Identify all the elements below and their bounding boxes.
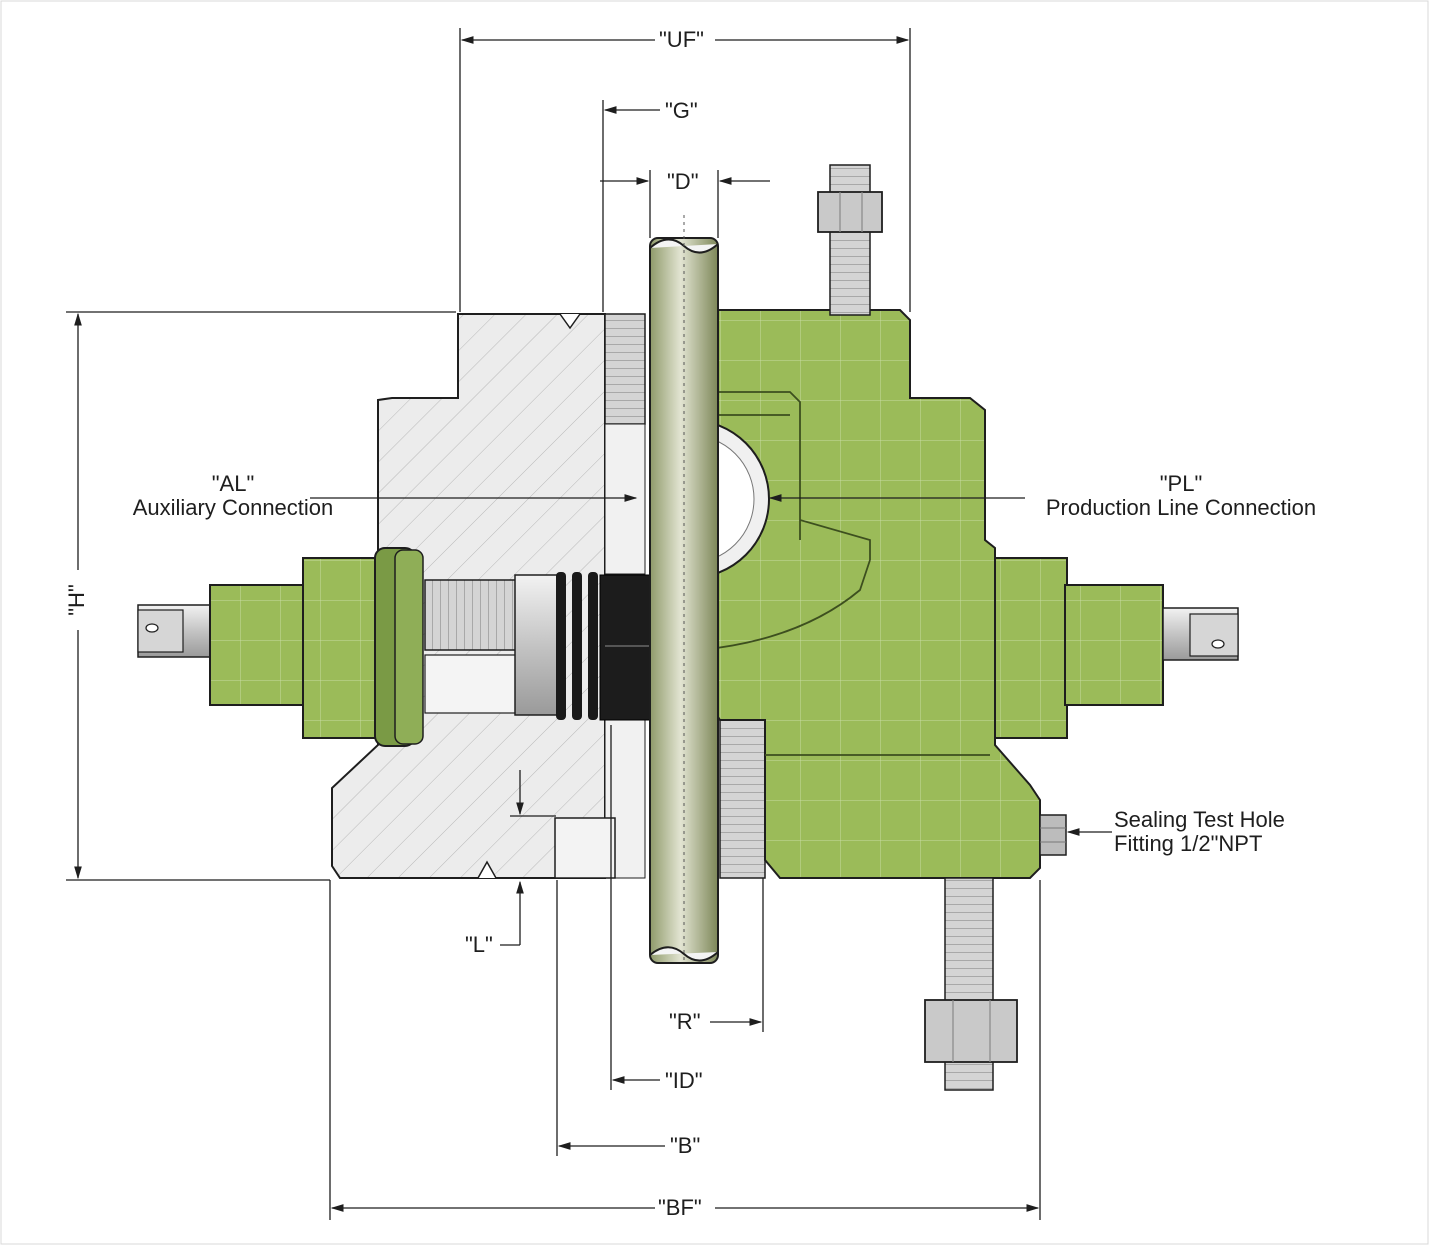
right-bonnet-large [994, 557, 1068, 739]
pl-callout: "PL" Production Line Connection [1026, 472, 1336, 520]
bottom-notch [477, 860, 497, 879]
lower-thread [719, 719, 766, 879]
packing-ring-3 [588, 572, 598, 720]
al-text: Auxiliary Connection [132, 495, 334, 520]
top-notch [559, 313, 581, 330]
top-stud [829, 164, 871, 316]
dim-d-label: "D" [664, 170, 702, 194]
dim-bf-label: "BF" [655, 1196, 705, 1220]
dim-r-label: "R" [666, 1010, 704, 1034]
dim-b-label: "B" [667, 1134, 704, 1158]
pl-code: "PL" [1159, 471, 1203, 496]
upper-thread [604, 313, 646, 425]
top-nut [817, 191, 883, 233]
sealing-line1: Sealing Test Hole [1114, 807, 1285, 832]
pl-text: Production Line Connection [1045, 495, 1317, 520]
sealing-test-fitting [1039, 814, 1067, 856]
dim-l-label: "L" [462, 933, 496, 957]
right-body [684, 309, 1041, 879]
dim-h-label: "H" [64, 581, 89, 619]
bottom-nut [924, 999, 1018, 1063]
packing-ring-2 [572, 572, 582, 720]
sealing-line2: Fitting 1/2"NPT [1114, 831, 1263, 856]
body-contour [690, 391, 990, 756]
packing-ring-1 [556, 572, 566, 720]
plunger-sleeve [514, 574, 561, 716]
right-bonnet-small [1064, 584, 1164, 706]
threaded-stem [424, 579, 521, 651]
left-bonnet-small [209, 584, 306, 706]
al-code: "AL" [211, 471, 255, 496]
dim-uf-label: "UF" [656, 28, 707, 52]
left-bonnet-large [302, 557, 382, 739]
sealing-callout: Sealing Test Hole Fitting 1/2"NPT [1114, 808, 1285, 856]
dim-id-label: "ID" [662, 1069, 706, 1093]
dim-g-label: "G" [662, 99, 701, 123]
al-callout: "AL" Auxiliary Connection [118, 472, 348, 520]
